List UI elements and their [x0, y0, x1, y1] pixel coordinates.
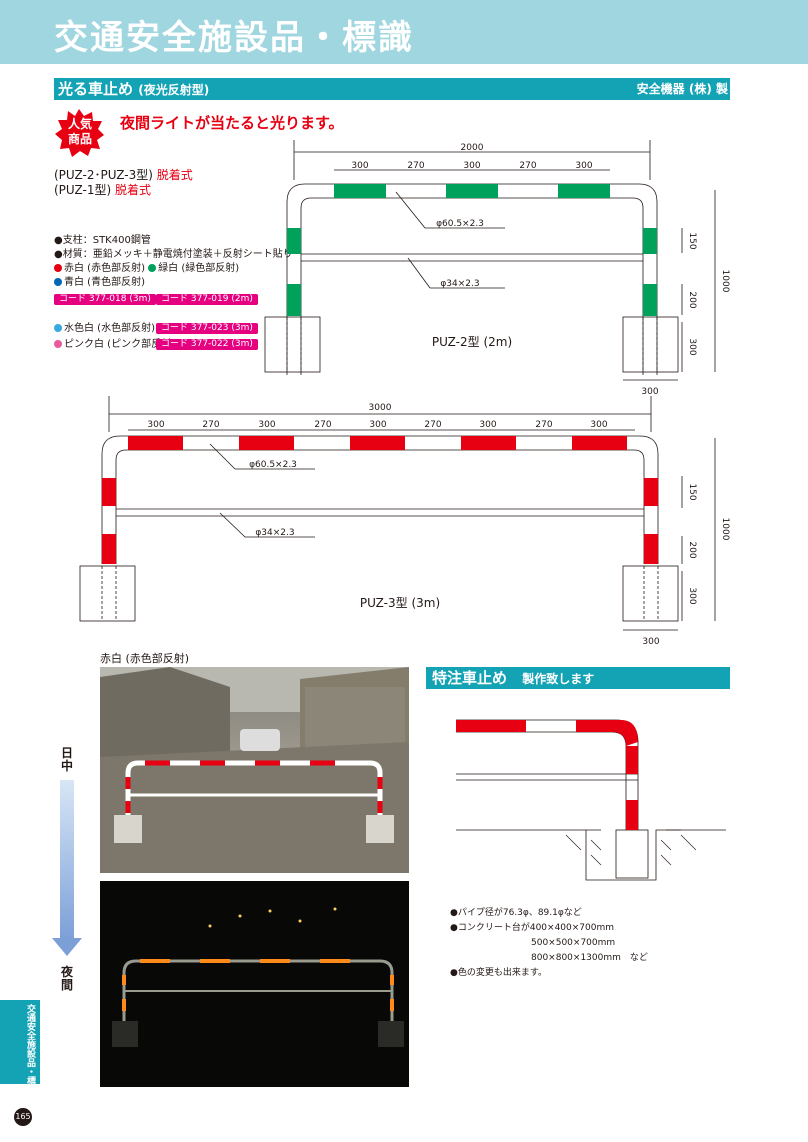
puz3-dim-150: 150: [687, 483, 697, 500]
note-4: 800×800×1300mm など: [531, 953, 648, 963]
puz2-seg-4: 270: [519, 161, 536, 171]
badge-line1: 人気: [67, 117, 92, 131]
night-photo: [100, 881, 409, 1087]
puz2-dim-150: 150: [687, 232, 697, 249]
puz2-dim-300v: 300: [687, 338, 697, 355]
spec-lightblue: 水色白 (水色部反射): [54, 322, 155, 336]
puz3-pipe-top: φ60.5×2.3: [249, 460, 297, 470]
puz3-label: PUZ-3型 (3m): [360, 596, 440, 610]
section-bar-custom-bollard: 特注車止め 製作致します: [426, 667, 730, 689]
puz3-pipe-mid: φ34×2.3: [255, 528, 294, 538]
model-line-2: (PUZ-1型) 脱着式: [54, 181, 151, 198]
note-1: ●パイプ径が76.3φ、89.1φなど: [450, 908, 582, 918]
puz2-dim-1000: 1000: [720, 270, 730, 293]
red-dot-icon: [54, 264, 62, 272]
code-pink: コード 377-022 (3m): [156, 339, 258, 350]
arrow-down-icon: [52, 938, 82, 956]
note-5: ●色の変更も出来ます。: [450, 968, 547, 978]
puz3-dim-200: 200: [687, 541, 697, 558]
code-2m: コード 377-019 (2m): [156, 294, 258, 305]
color-redwhite: 赤白 (赤色部反射): [64, 263, 145, 274]
section-subtitle: (夜光反射型): [138, 83, 210, 97]
photo-caption: 赤白 (赤色部反射): [100, 652, 190, 665]
diagram-puz3: 3000 300 270 300 270 300 270 300 270 300…: [79, 396, 730, 646]
model-type-2: 脱着式: [114, 183, 151, 197]
color-pinkwhite: ピンク白 (ピンク部反射): [64, 339, 175, 350]
model-name-1: (PUZ-2･PUZ-3型): [54, 168, 153, 182]
section-title: 光る車止め: [58, 80, 134, 98]
code-3m: コード 377-018 (3m): [54, 294, 156, 305]
popular-badge-icon: [55, 109, 104, 157]
puz3-seg-9: 300: [590, 420, 607, 430]
blue-dot-icon: [54, 278, 62, 286]
puz3-seg-2: 270: [202, 420, 219, 430]
puz3-dim-300h: 300: [642, 637, 659, 646]
puz2-seg-2: 270: [407, 161, 424, 171]
day-label: 日中: [61, 746, 74, 773]
badge-line2: 商品: [67, 132, 92, 146]
section2-title: 特注車止め: [432, 669, 508, 687]
model-name-2: (PUZ-1型): [54, 183, 112, 197]
model-type-1: 脱着式: [156, 168, 193, 182]
color-lightbluewhite: 水色白 (水色部反射): [64, 323, 155, 334]
puz3-seg-8: 270: [535, 420, 552, 430]
day-photo: [100, 667, 409, 873]
lightblue-dot-icon: [54, 324, 62, 332]
spec-pink: ピンク白 (ピンク部反射): [54, 338, 175, 352]
color-greenwhite: 緑白 (緑色部反射): [158, 263, 240, 274]
puz3-total-dim: 3000: [369, 403, 392, 413]
puz3-dim-300v: 300: [687, 587, 697, 604]
code-lightblue: コード 377-023 (3m): [156, 323, 258, 334]
spec-pillar: ●支柱：STK400鋼管: [54, 235, 151, 246]
note-2: ●コンクリート台が400×400×700mm: [450, 923, 615, 933]
puz3-seg-4: 270: [314, 420, 331, 430]
note-3: 500×500×700mm: [531, 938, 616, 948]
spec-colors-row2: 青白 (青色部反射): [54, 276, 145, 290]
custom-bollard-diagram: [456, 719, 726, 881]
puz2-seg-1: 300: [351, 161, 368, 171]
maker-label: 安全機器 (株) 製: [636, 82, 728, 96]
pink-dot-icon: [54, 340, 62, 348]
puz2-dim-300h: 300: [641, 387, 658, 397]
header-band: [0, 0, 808, 64]
puz3-seg-5: 300: [369, 420, 386, 430]
section2-subtitle: 製作致します: [522, 672, 595, 686]
catchphrase: 夜間ライトが当たると光ります。: [120, 114, 344, 132]
spec-colors-row1: 赤白 (赤色部反射) 緑白 (緑色部反射): [54, 262, 239, 276]
color-bluewhite: 青白 (青色部反射): [64, 277, 145, 288]
puz3-seg-1: 300: [147, 420, 164, 430]
puz2-pipe-top: φ60.5×2.3: [436, 219, 484, 229]
badge-text: 人気 商品: [62, 117, 98, 147]
puz2-label: PUZ-2型 (2m): [432, 335, 512, 349]
page-title: 交通安全施設品・標識: [54, 18, 414, 58]
green-dot-icon: [148, 264, 157, 272]
puz3-dim-1000: 1000: [720, 518, 730, 541]
puz3-seg-7: 300: [479, 420, 496, 430]
side-index-tab: [0, 1000, 40, 1084]
puz3-seg-3: 300: [258, 420, 275, 430]
diagram-puz2: 2000 300 270 300 270 300 φ60.5×2.3 φ34×2…: [264, 140, 730, 397]
day-to-night-arrow: [60, 780, 74, 940]
day-scene-image: [100, 667, 409, 873]
night-scene-image: [112, 907, 404, 1047]
spec-material: ●材質：亜鉛メッキ＋静電焼付塗装＋反射シート貼り: [54, 249, 293, 260]
puz2-seg-3: 300: [463, 161, 480, 171]
puz2-seg-5: 300: [575, 161, 592, 171]
puz2-dim-200: 200: [687, 291, 697, 308]
page-number: 165: [14, 1108, 32, 1126]
night-label: 夜間: [61, 965, 74, 992]
side-index-label: 交通安全施設品・標識: [25, 1004, 35, 1094]
puz2-total-dim: 2000: [461, 143, 484, 153]
section-bar-glowing-bollard: 光る車止め (夜光反射型): [54, 78, 730, 100]
puz3-seg-6: 270: [424, 420, 441, 430]
puz2-pipe-mid: φ34×2.3: [440, 279, 479, 289]
model-line-1: (PUZ-2･PUZ-3型) 脱着式: [54, 166, 193, 183]
